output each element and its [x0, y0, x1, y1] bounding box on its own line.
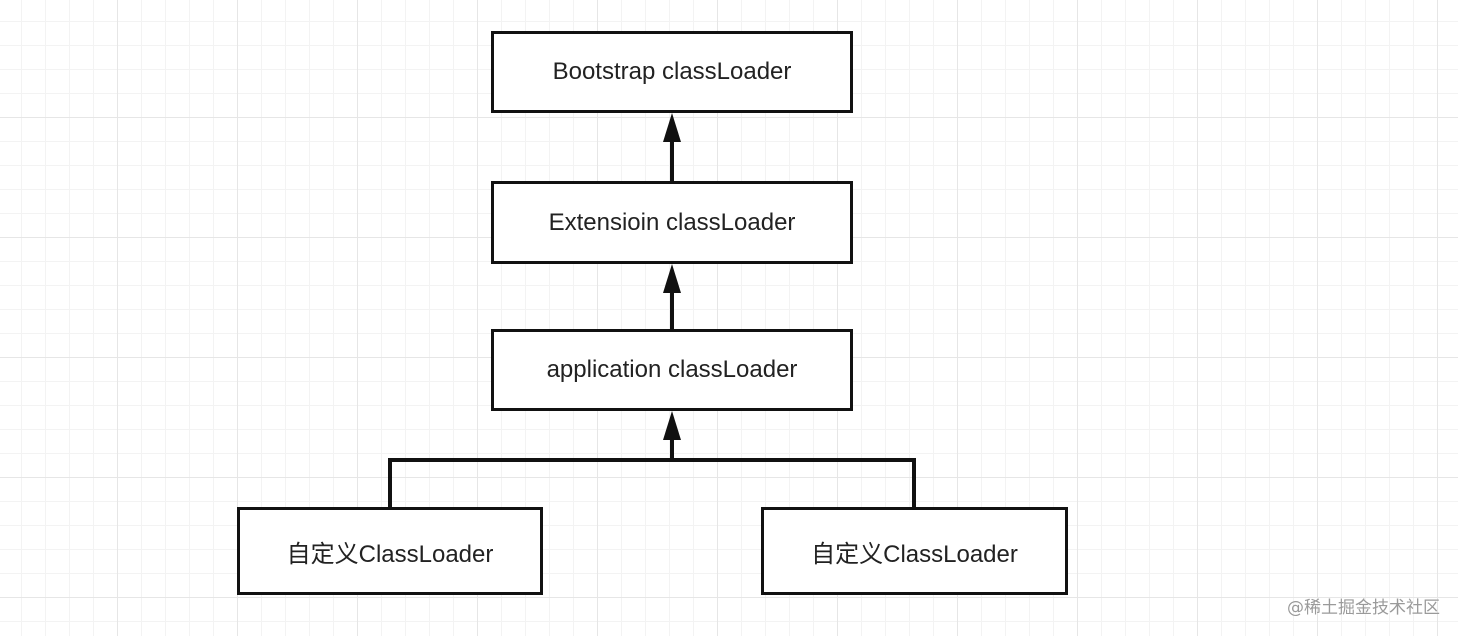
edge-custom-left-to-application — [388, 458, 672, 507]
node-custom-classloader-right: 自定义ClassLoader — [761, 507, 1068, 595]
node-application-classloader: application classLoader — [491, 329, 853, 411]
node-custom-classloader-left: 自定义ClassLoader — [237, 507, 543, 595]
arrowhead-application — [663, 411, 681, 440]
node-bootstrap-label: Bootstrap classLoader — [552, 58, 792, 85]
node-extension-label: Extensioin classLoader — [548, 208, 796, 236]
node-custom-left-label: 自定义ClassLoader — [286, 540, 494, 568]
arrowhead-bootstrap — [663, 113, 681, 142]
node-custom-right-label: 自定义ClassLoader — [811, 540, 1018, 568]
edge-custom-right-to-application — [672, 458, 916, 507]
node-bootstrap-classloader: Bootstrap classLoader — [491, 31, 853, 113]
arrowhead-extension — [663, 264, 681, 293]
node-extension-classloader: Extensioin classLoader — [491, 181, 853, 264]
watermark: @稀土掘金技术社区 — [1287, 598, 1440, 618]
node-application-label: application classLoader — [546, 356, 798, 383]
